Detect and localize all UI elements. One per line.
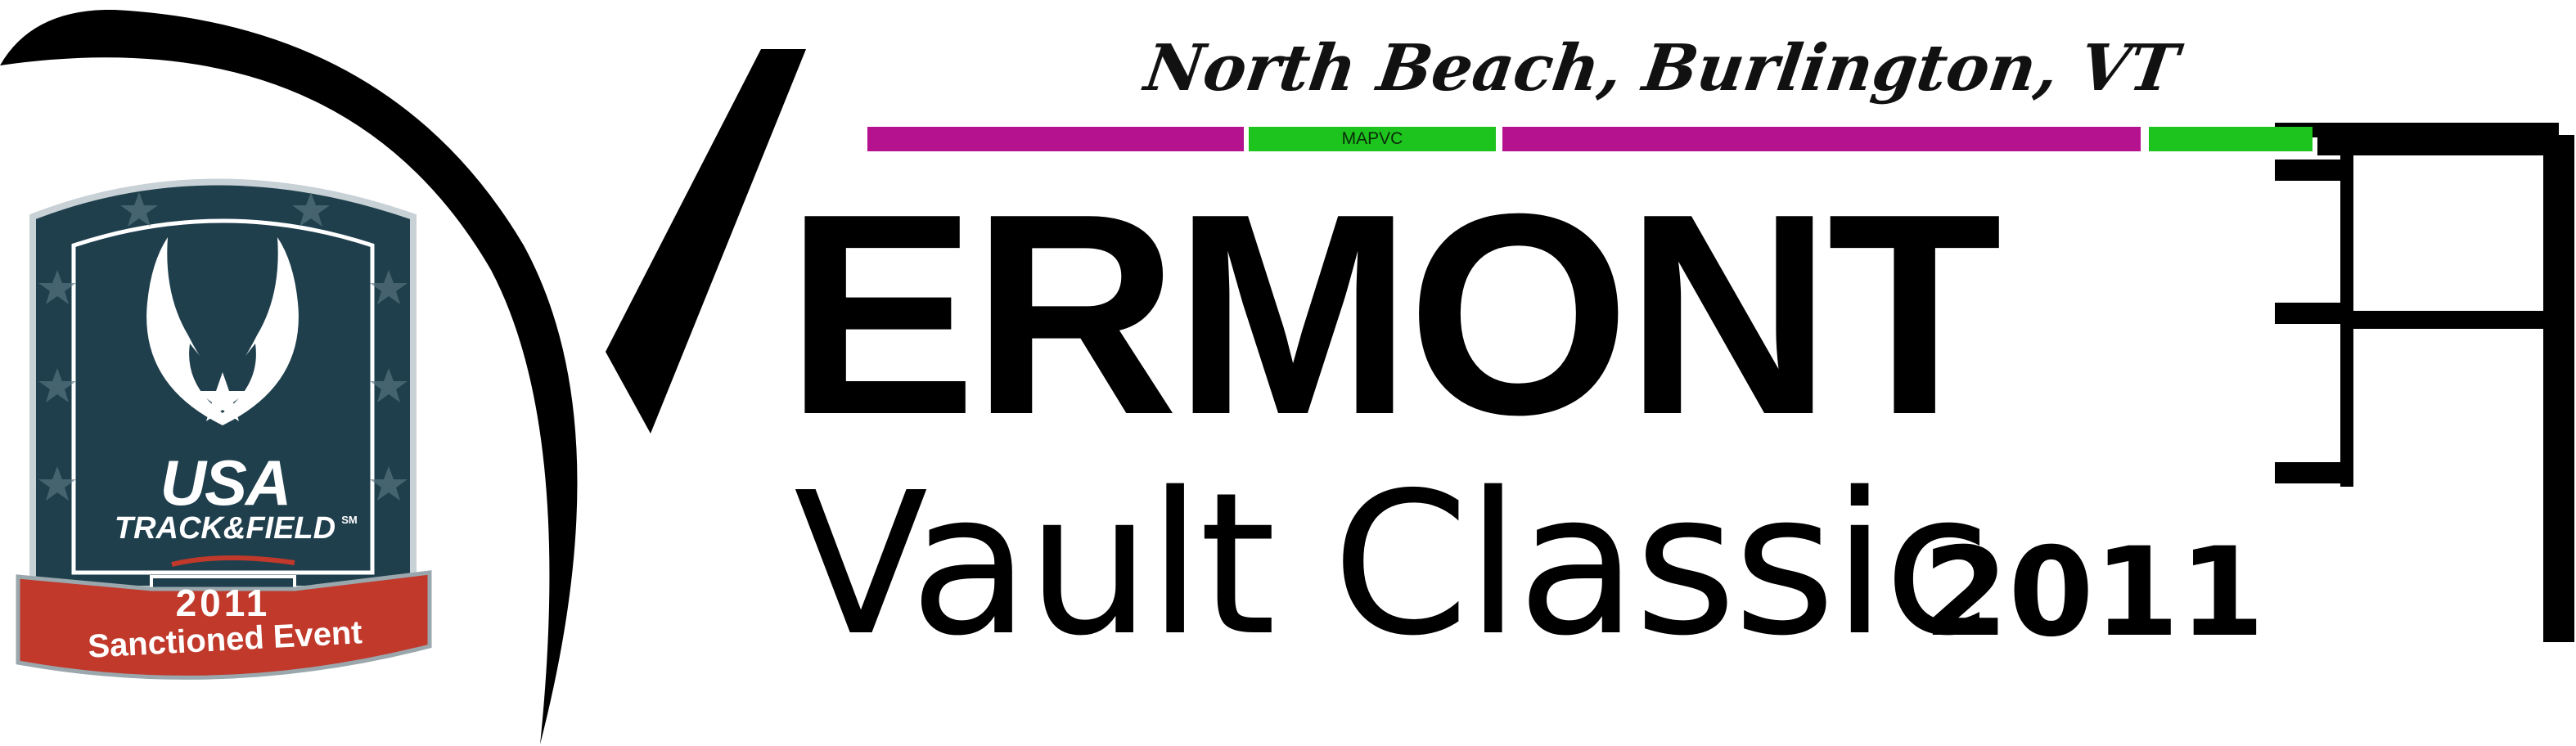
badge-service-mark: SM <box>341 514 358 526</box>
vault-standard-icon <box>2275 123 2574 642</box>
title-year: 2011 <box>1923 522 2265 664</box>
title-vermont: ERMONT <box>786 155 2002 474</box>
title-vault-classic: Vault Classic <box>794 450 1992 679</box>
wings-emblem <box>146 237 299 425</box>
badge-org-line2: TRACK&FIELD <box>114 511 336 546</box>
accent-bar-magenta-1 <box>867 127 1244 151</box>
ribbon-banner <box>16 570 432 680</box>
accent-bar-magenta-2 <box>1502 127 2141 151</box>
usatf-badge <box>16 178 432 680</box>
accent-bar-green-2 <box>2149 127 2313 151</box>
stars-pattern <box>38 192 408 501</box>
big-v-letter <box>606 49 806 434</box>
star-emblem-icon <box>196 372 249 421</box>
accent-bar-green-1: MAPVC <box>1249 127 1496 151</box>
badge-org-line1: USA <box>160 447 292 519</box>
sponsor-label: MAPVC <box>1341 129 1403 148</box>
event-location: North Beach, Burlington, VT <box>1140 31 2183 106</box>
badge-year: 2011 <box>175 582 271 624</box>
